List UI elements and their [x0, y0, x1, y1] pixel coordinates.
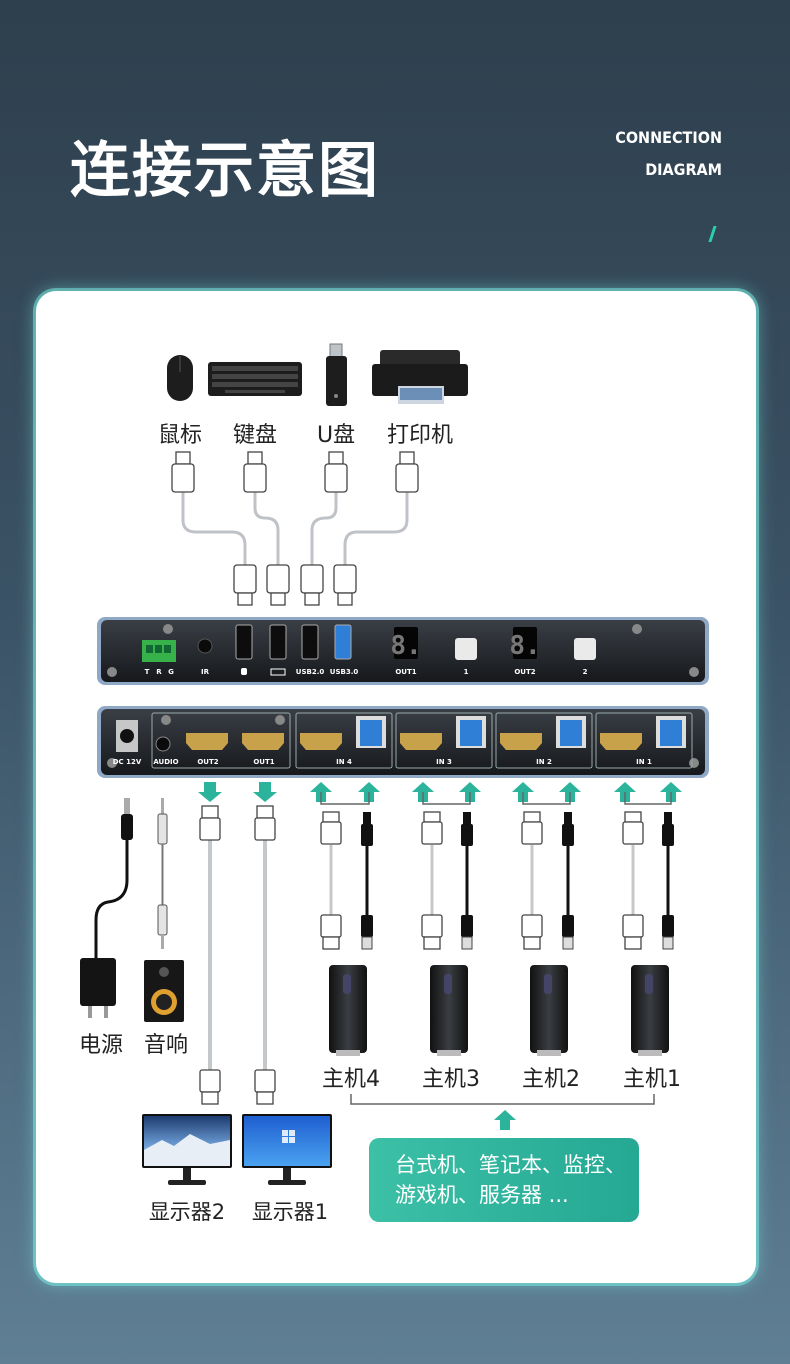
- note-line-1: 台式机、笔记本、监控、: [395, 1150, 639, 1180]
- label-out2: OUT2: [197, 758, 218, 766]
- label-out2-front: OUT2: [514, 668, 535, 676]
- label-monitor2: 显示器2: [149, 1200, 225, 1224]
- host-pc-icons: [329, 965, 669, 1056]
- label-host3: 主机3: [422, 1067, 480, 1092]
- terminal-block: [142, 640, 176, 662]
- label-2: 2: [583, 668, 588, 676]
- device-types-note: 台式机、笔记本、监控、 游戏机、服务器 ...: [369, 1138, 639, 1222]
- label-t: T: [145, 668, 150, 676]
- label-in1: IN 1: [636, 758, 652, 766]
- usb-cables-top: [183, 492, 407, 565]
- label-ir: IR: [201, 668, 210, 676]
- label-host1: 主机1: [623, 1067, 681, 1092]
- usb-plug-icons-top: [172, 452, 418, 605]
- label-dc12v: DC 12V: [113, 758, 142, 766]
- peripheral-label-keyboard: 键盘: [233, 417, 277, 449]
- power-cable: [96, 798, 133, 960]
- label-in4: IN 4: [336, 758, 352, 766]
- label-r: R: [156, 668, 162, 676]
- led-display-2: 8.: [509, 631, 540, 661]
- mouse-icon: [167, 355, 193, 401]
- audio-jack: [156, 737, 170, 751]
- note-line-2: 游戏机、服务器 ...: [395, 1180, 639, 1210]
- printer-icon: [372, 350, 468, 404]
- label-monitor1: 显示器1: [252, 1200, 328, 1224]
- label-host2: 主机2: [522, 1067, 580, 1092]
- arrow-brackets: [321, 792, 671, 1104]
- monitor-1-icon: [242, 1114, 332, 1185]
- label-audio: AUDIO: [153, 758, 178, 766]
- speaker-icon: [144, 960, 184, 1022]
- label-g: G: [168, 668, 174, 676]
- peripheral-label-udisk: U盘: [317, 417, 355, 449]
- label-in2: IN 2: [536, 758, 552, 766]
- label-out1-front: OUT1: [395, 668, 416, 676]
- usb-drive-icon: [326, 344, 347, 406]
- label-speaker: 音响: [144, 1033, 188, 1058]
- peripheral-label-mouse: 鼠标: [158, 417, 202, 449]
- label-out1: OUT1: [253, 758, 274, 766]
- dc-jack: [116, 720, 138, 752]
- audio-cable: [158, 798, 167, 949]
- label-power: 电源: [79, 1033, 123, 1058]
- label-host4: 主机4: [322, 1067, 380, 1092]
- hdmi-cables-out: [200, 806, 275, 1104]
- ir-sensor: [198, 639, 212, 653]
- power-adapter-icon: [80, 958, 116, 1018]
- switch-button-2[interactable]: [574, 638, 596, 660]
- host-cables: [321, 812, 674, 949]
- label-1: 1: [464, 668, 469, 676]
- led-display-1: 8.: [390, 631, 421, 661]
- monitor-2-icon: [142, 1114, 232, 1185]
- label-usb20: USB2.0: [296, 668, 325, 676]
- peripheral-label-printer: 打印机: [387, 417, 453, 449]
- mouse-port-icon: [241, 668, 247, 675]
- label-in3: IN 3: [436, 758, 452, 766]
- keyboard-icon: [208, 362, 302, 396]
- switch-button-1[interactable]: [455, 638, 477, 660]
- label-usb30: USB3.0: [330, 668, 359, 676]
